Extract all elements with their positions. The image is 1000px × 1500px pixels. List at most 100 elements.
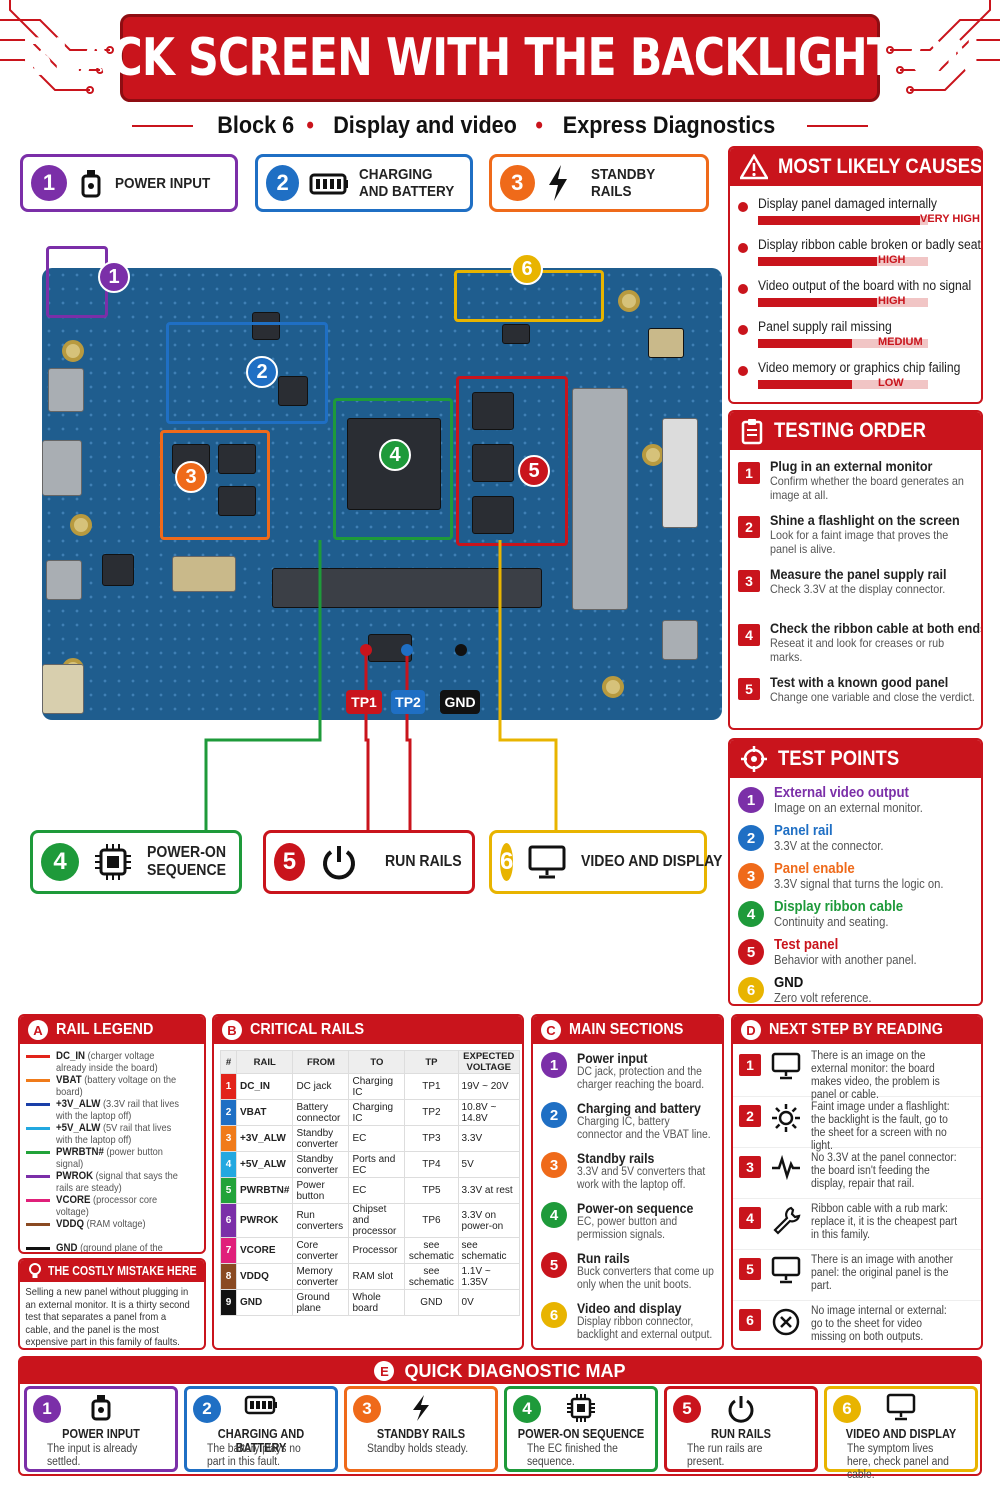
cause-text: Video memory or graphics chip failing — [758, 360, 961, 375]
zone-marker: 4 — [379, 439, 411, 471]
likelihood-level: HIGH — [878, 295, 906, 307]
quick-map-desc: The EC finished the sequence. — [527, 1443, 618, 1468]
section-letter: B — [222, 1020, 242, 1040]
cause-text: Panel supply rail missing — [758, 319, 892, 334]
legend-item: VBAT (battery voltage on the board) — [20, 1072, 204, 1098]
test-point-number: 4 — [738, 901, 764, 927]
zone-outline-charging — [166, 322, 328, 424]
motherboard-illustration — [42, 268, 722, 720]
table-cell-rail: VBAT — [235, 1099, 294, 1126]
legend-desc: (processor core voltage) — [56, 1194, 158, 1218]
subtitle-topic: Display and video — [332, 112, 517, 139]
table-cell-v: 0V — [457, 1289, 521, 1316]
next-step-number: 4 — [739, 1207, 761, 1229]
port-connector — [42, 664, 84, 714]
table-column-header: EXPECTED VOLTAGE — [457, 1050, 521, 1074]
next-step-number: 1 — [739, 1054, 761, 1076]
table-cell-to: Charging IC — [348, 1073, 406, 1100]
step-title: Plug in an external monitor — [770, 458, 933, 474]
likelihood-level: HIGH — [878, 254, 906, 266]
next-step-section: D NEXT STEP BY READING 1 There is an imag… — [731, 1014, 983, 1350]
ic — [102, 554, 134, 586]
quick-map-title: POWER INPUT — [62, 1427, 140, 1441]
likelihood-bar — [758, 339, 852, 348]
circuit-decoration-right — [886, 0, 1000, 94]
likelihood-bar — [758, 257, 877, 266]
table-cell-to: Processor — [348, 1237, 406, 1264]
table-cell-rail: VCORE — [235, 1237, 294, 1264]
step-desc: Change one variable and close the verdic… — [770, 690, 975, 704]
legend-swatch — [26, 1103, 50, 1106]
legend-name: VDDQ — [56, 1218, 84, 1230]
next-step-number: 3 — [739, 1156, 761, 1178]
quick-map-number: 2 — [193, 1395, 221, 1423]
zone-outline-standby — [160, 430, 270, 540]
step-number: 3 — [738, 570, 760, 592]
next-step-number: 2 — [739, 1105, 761, 1127]
table-cell-to: Charging IC — [348, 1099, 406, 1126]
legend-text: VBAT (battery voltage on the board) — [56, 1074, 181, 1098]
next-step-item: 1 There is an image on the external monit… — [733, 1046, 981, 1101]
table-cell-v: see schematic — [457, 1237, 521, 1264]
table-cell-n: 7 — [220, 1237, 237, 1264]
likelihood-bar-track — [852, 380, 928, 389]
monitor-icon — [769, 1254, 803, 1300]
zone-number: 3 — [500, 165, 535, 201]
zone-card-power-on-sequence: 4 POWER-ON SEQUENCE — [30, 830, 242, 894]
test-point-title: GND — [774, 974, 804, 991]
section-header: D NEXT STEP BY READING — [733, 1016, 981, 1044]
legend-item: GND (ground plane of the whole board) — [20, 1240, 204, 1252]
mistake-text: Selling a new panel without plugging in … — [25, 1286, 190, 1348]
table-column-header: RAIL — [235, 1050, 294, 1074]
legend-desc: (signal that says the rails are steady) — [56, 1170, 178, 1194]
port-connector — [48, 368, 84, 412]
zone-marker: 5 — [518, 455, 550, 487]
next-step-text: There is an image on the external monito… — [811, 1050, 940, 1101]
test-point-number: 2 — [738, 825, 764, 851]
quick-map-desc: The input is already settled. — [47, 1443, 138, 1468]
pulse-icon — [769, 1152, 803, 1198]
mounting-hole — [70, 514, 92, 536]
quick-map-header: E QUICK DIAGNOSTIC MAP — [20, 1358, 980, 1384]
quick-map-number: 4 — [513, 1395, 541, 1423]
cause-item: Display ribbon cable broken or badly sea… — [730, 233, 981, 274]
slot-connector — [662, 418, 698, 528]
table-cell-rail: DC_IN — [235, 1073, 294, 1100]
next-step-text: No 3.3V at the panel connector: the boar… — [811, 1152, 957, 1190]
section-header: A RAIL LEGEND — [20, 1016, 204, 1044]
step-text: Measure the panel enable signalConfirm t… — [770, 728, 983, 730]
test-point-title: Display ribbon cable — [774, 898, 904, 915]
cause-bullet — [738, 202, 748, 212]
cause-bullet — [738, 284, 748, 294]
quick-map-title: STANDBY RAILS — [376, 1427, 466, 1441]
next-step-text: No image internal or external: go to the… — [811, 1305, 947, 1343]
legend-name: +5V_ALW — [56, 1122, 101, 1134]
test-point-tag: TP2 — [391, 690, 425, 714]
section-number: 2 — [541, 1102, 567, 1128]
subtitle: Block 6 • Display and video • Express Di… — [120, 110, 880, 142]
likelihood-level: VERY HIGH — [920, 213, 980, 225]
section-title: MAIN SECTIONS — [569, 1021, 684, 1038]
zone-marker: 1 — [98, 261, 130, 293]
section-number: 4 — [541, 1202, 567, 1228]
likelihood-bar-track — [877, 298, 928, 307]
panel-header: MOST LIKELY CAUSES — [730, 148, 981, 186]
power-plug-icon — [27, 1393, 175, 1421]
zone-number: 4 — [41, 843, 79, 881]
legend-name: +3V_ALW — [56, 1098, 101, 1110]
panel-title: TESTING ORDER — [774, 419, 926, 442]
